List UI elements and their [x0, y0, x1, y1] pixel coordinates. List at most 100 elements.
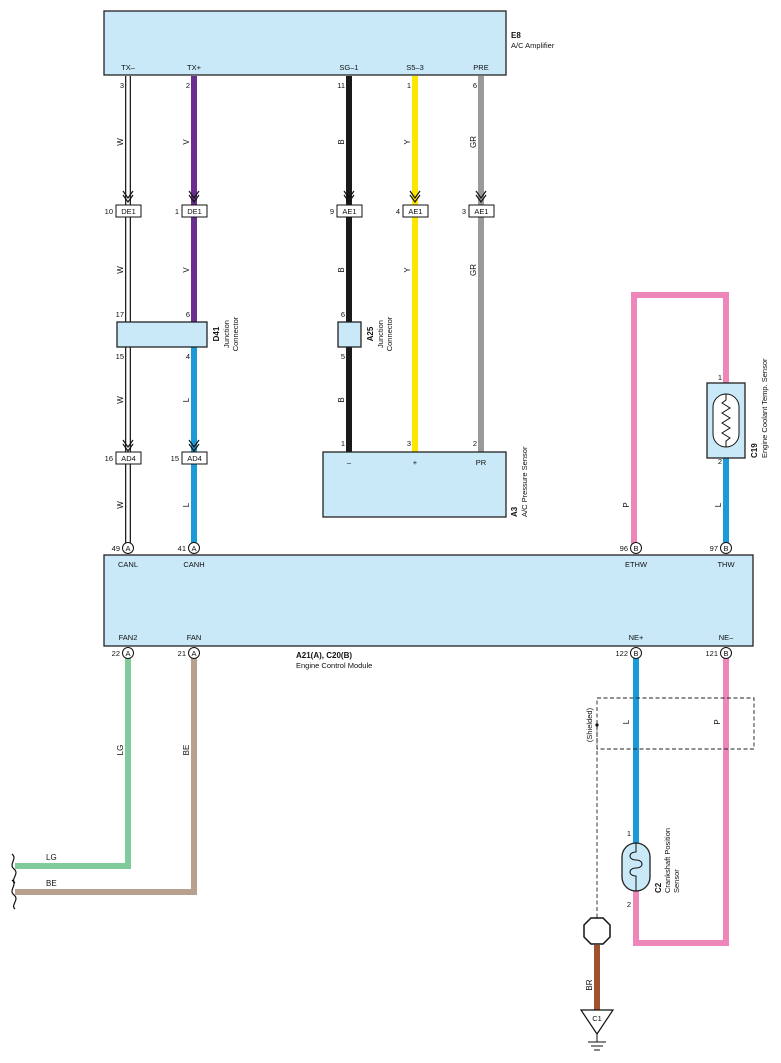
wire-color-label: P	[713, 719, 722, 724]
pin-number: 2	[718, 457, 722, 466]
wire-be-fan	[15, 658, 197, 895]
pin-number: 21	[178, 649, 186, 658]
connector-letter: A	[191, 649, 196, 658]
pin-number: 2	[627, 900, 631, 909]
terminal-label: TX–	[121, 63, 136, 72]
pin-number: 6	[186, 310, 190, 319]
connector-name: DE1	[187, 207, 202, 216]
wire-lg-fan2	[15, 658, 131, 869]
wire-color-label: W	[116, 501, 125, 509]
ac-amplifier: E8 A/C Amplifier TX– TX+ SG–1 S5–3 PRE 3…	[103, 10, 555, 90]
terminal-label: SG–1	[339, 63, 358, 72]
pin-number: 3	[462, 207, 466, 216]
terminal-label: PR	[476, 458, 487, 467]
pin-number: 1	[407, 81, 411, 90]
pin-number: 22	[112, 649, 120, 658]
wire-color-label: Y	[403, 267, 412, 273]
connector-letter: B	[633, 649, 638, 658]
terminal-label: PRE	[473, 63, 488, 72]
ad4-connectors: AD4 AD4 16 15	[105, 451, 208, 465]
wire-color-label: L	[182, 502, 191, 507]
connector-name: AD4	[121, 454, 136, 463]
sensor-name: A/C Pressure Sensor	[520, 446, 529, 517]
pin-number: 2	[473, 439, 477, 448]
wire-color-label: GR	[469, 264, 478, 276]
connector-letter: B	[723, 649, 728, 658]
wire-color-label: B	[337, 397, 346, 402]
wire-color-label: GR	[469, 136, 478, 148]
terminal-label: FAN	[187, 633, 202, 642]
wires	[15, 76, 729, 1010]
connector-name: DE1	[121, 207, 136, 216]
wire-labels-upper: W V B Y GR	[116, 136, 478, 148]
sensor-code: C19	[750, 443, 759, 458]
wire-color-label: B	[337, 267, 346, 272]
pin-number: 96	[620, 544, 628, 553]
sensor-name: Engine Coolant Temp. Sensor	[760, 358, 769, 458]
terminal-label: S5–3	[406, 63, 424, 72]
wire-labels-ecm-in: W L P L	[116, 501, 723, 509]
terminal-label: NE+	[629, 633, 644, 642]
connector-letter: B	[723, 544, 728, 553]
wire-color-label: V	[182, 139, 191, 145]
off-page-wire-label: LG	[46, 853, 57, 862]
pin-number: 2	[186, 81, 190, 90]
terminal-label: –	[347, 458, 352, 467]
ground-wire-color: BR	[585, 979, 594, 990]
sensor-code: A3	[510, 506, 519, 517]
pin-number: 1	[627, 829, 631, 838]
sensor-code: C2	[654, 882, 663, 893]
wire-labels-low: W L B	[116, 396, 346, 404]
wire-p-ethw	[631, 292, 729, 545]
ground-point: BR C1	[579, 917, 615, 1051]
terminal-label: NE–	[719, 633, 734, 642]
amplifier-name: A/C Amplifier	[511, 41, 555, 50]
pin-number: 121	[705, 649, 718, 658]
terminal-label: +	[413, 458, 418, 467]
wire-p-ne-minus	[633, 658, 729, 946]
coolant-temp-sensor: 1 2 C19 Engine Coolant Temp. Sensor	[706, 358, 769, 466]
ac-pressure-sensor: 1 3 2 – + PR A3 A/C Pressure Sensor	[322, 439, 529, 518]
pin-number: 41	[178, 544, 186, 553]
junction-connector-d41: 17 6 15 4 D41 Junction Connector	[116, 310, 240, 361]
connector-letter: A	[125, 649, 130, 658]
wire-color-label: W	[116, 396, 125, 404]
connector-letter: B	[633, 544, 638, 553]
off-page-breaks	[11, 853, 17, 910]
pin-number: 1	[341, 439, 345, 448]
pin-number: 1	[718, 373, 722, 382]
terminal-label: CANL	[118, 560, 138, 569]
shield-label: (Shielded)	[585, 707, 594, 742]
wire-color-label: B	[337, 139, 346, 144]
sensor-name: Crankshaft Position	[663, 828, 672, 893]
connector-name: AE1	[408, 207, 422, 216]
wire-labels-ecm-out: LG BE L P	[116, 719, 722, 755]
wire-color-label: BE	[182, 745, 191, 756]
wire-color-label: LG	[116, 745, 125, 756]
splice-octagon	[583, 917, 611, 945]
pin-number: 15	[116, 352, 124, 361]
wire-color-label: L	[182, 397, 191, 402]
pin-number: 6	[341, 310, 345, 319]
junction-name: Junction	[222, 320, 231, 348]
pin-number: 16	[105, 454, 113, 463]
pin-number: 4	[186, 352, 190, 361]
pin-number: 3	[120, 81, 124, 90]
connector-name: AE1	[342, 207, 356, 216]
pin-number: 5	[341, 352, 345, 361]
connector-letter: A	[125, 544, 130, 553]
junction-code: A25	[366, 326, 375, 341]
wire-color-label: P	[622, 502, 631, 507]
ground-triangle	[579, 1009, 615, 1036]
terminal-label: ETHW	[625, 560, 648, 569]
terminal-label: THW	[717, 560, 735, 569]
amplifier-code: E8	[511, 31, 521, 40]
sensor-name: Sensor	[672, 869, 681, 893]
wire-color-label: L	[714, 502, 723, 507]
pin-number: 10	[105, 207, 113, 216]
pin-number: 15	[171, 454, 179, 463]
ground-code: C1	[592, 1014, 602, 1023]
wire-color-label: W	[116, 266, 125, 274]
wire-color-label: L	[622, 719, 631, 724]
